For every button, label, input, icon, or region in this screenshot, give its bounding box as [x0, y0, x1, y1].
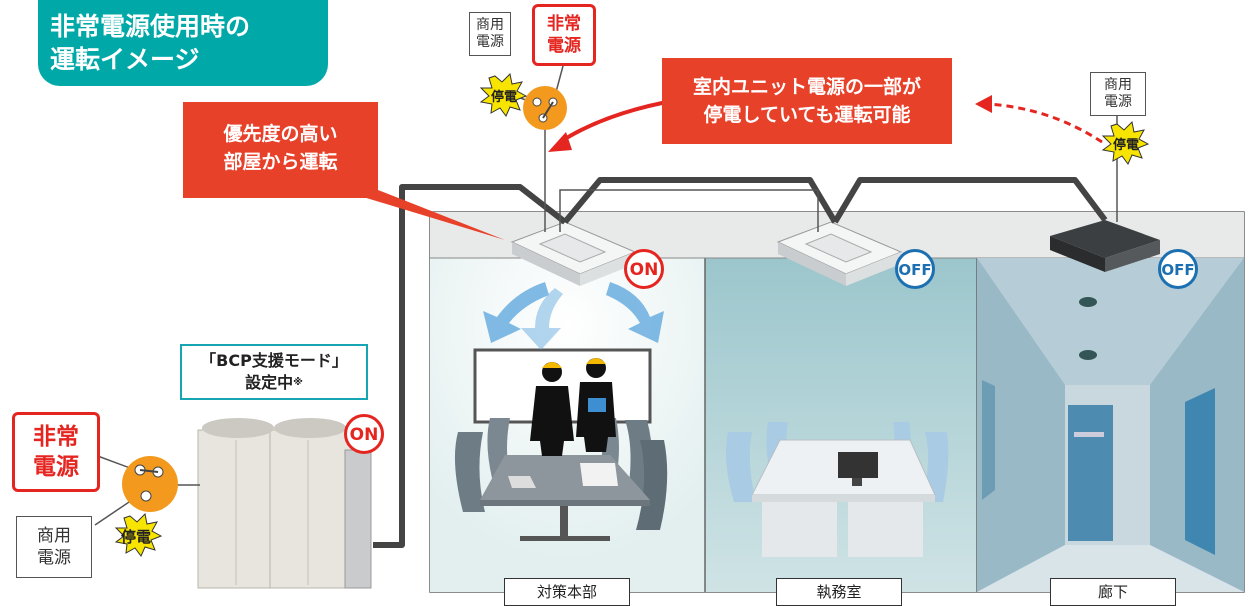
bcp-mode-line-1: 「BCP支援モード」	[200, 351, 348, 370]
emergency-power-left-line-2: 電源	[33, 454, 79, 480]
commercial-power-left: 商用 電源	[16, 516, 92, 578]
arrow-partial-dashed	[975, 95, 1103, 144]
bcp-mode-box: 「BCP支援モード」 設定中※	[180, 344, 368, 400]
indoor-unit-1	[510, 221, 637, 286]
emergency-power-top: 非常 電源	[532, 4, 596, 66]
refrigerant-pipe	[373, 177, 1108, 548]
outage-label-left: 停電	[120, 528, 151, 546]
commercial-power-top-line-1: 商用	[476, 17, 504, 33]
room-1-scene	[454, 348, 668, 541]
bcp-note-mark: ※	[293, 377, 303, 388]
corridor-door	[1068, 405, 1113, 541]
outdoor-state-badge: ON	[344, 414, 384, 454]
commercial-power-left-line-1: 商用	[37, 526, 71, 546]
room2-state-badge: OFF	[895, 249, 935, 289]
emergency-power-top-line-2: 電源	[547, 36, 581, 56]
callout-priority: 優先度の高い 部屋から運転	[183, 102, 378, 198]
corridor-perspective	[977, 258, 1244, 592]
indoor-unit-3-duct	[1050, 220, 1160, 272]
commercial-power-right: 商用 電源	[1090, 72, 1146, 116]
outage-label-right: 停電	[1112, 138, 1139, 153]
room-label-hq: 対策本部	[504, 578, 630, 606]
page-title: 非常電源使用時の 運転イメージ	[38, 0, 328, 86]
commercial-power-right-line-1: 商用	[1104, 77, 1132, 93]
emergency-power-top-line-1: 非常	[547, 14, 581, 34]
outage-label-top: 停電	[490, 90, 517, 105]
outage-burst-left	[114, 512, 163, 557]
callout-priority-line-2: 部屋から運転	[223, 151, 338, 173]
commercial-power-top: 商用 電源	[469, 12, 511, 56]
room-label-corridor: 廊下	[1050, 578, 1176, 606]
room-2-bg	[705, 258, 977, 592]
callout-priority-line-1: 優先度の高い	[223, 123, 338, 145]
indoor-unit-2	[776, 221, 903, 286]
callout-partial-line-1: 室内ユニット電源の一部が	[692, 76, 921, 98]
outage-burst-right	[1101, 120, 1150, 165]
commercial-power-top-line-2: 電源	[476, 34, 504, 50]
callout-partial-outage: 室内ユニット電源の一部が 停電していても運転可能	[662, 58, 952, 144]
room-2-scene	[726, 422, 949, 557]
emergency-power-left: 非常 電源	[12, 412, 100, 492]
switch-left	[94, 454, 200, 526]
title-line-2: 運転イメージ	[50, 45, 200, 74]
outdoor-unit	[197, 418, 372, 589]
commercial-power-right-line-2: 電源	[1104, 94, 1132, 110]
outage-burst-top	[479, 72, 528, 117]
callout-pointer	[340, 190, 505, 240]
room-label-office: 執務室	[776, 578, 902, 606]
commercial-power-left-line-2: 電源	[37, 548, 71, 568]
room1-state-badge: ON	[624, 249, 664, 289]
room3-state-badge: OFF	[1158, 249, 1198, 289]
airflow-arrows	[483, 282, 664, 350]
emergency-power-left-line-1: 非常	[33, 424, 79, 450]
bcp-mode-line-2: 設定中	[245, 373, 294, 392]
title-line-1: 非常電源使用時の	[50, 12, 251, 41]
callout-partial-line-2: 停電していても運転可能	[703, 104, 911, 126]
